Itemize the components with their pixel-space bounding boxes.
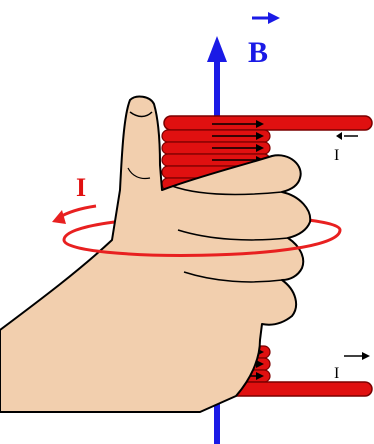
field-label: B — [248, 36, 268, 69]
field-vector-arrow-icon — [252, 12, 280, 24]
current-indicator-top: I — [334, 132, 358, 164]
current-indicator-bottom: I — [334, 352, 370, 382]
current-label-bottom: I — [334, 365, 339, 382]
current-loop-front — [52, 204, 342, 257]
current-label-hand: I — [76, 173, 86, 202]
curved-arrow-left-icon — [52, 210, 66, 224]
arrow-left-icon — [336, 132, 342, 140]
arrow-right-icon — [362, 352, 370, 360]
arrow-up-icon — [207, 36, 227, 62]
current-label-top: I — [334, 147, 339, 164]
